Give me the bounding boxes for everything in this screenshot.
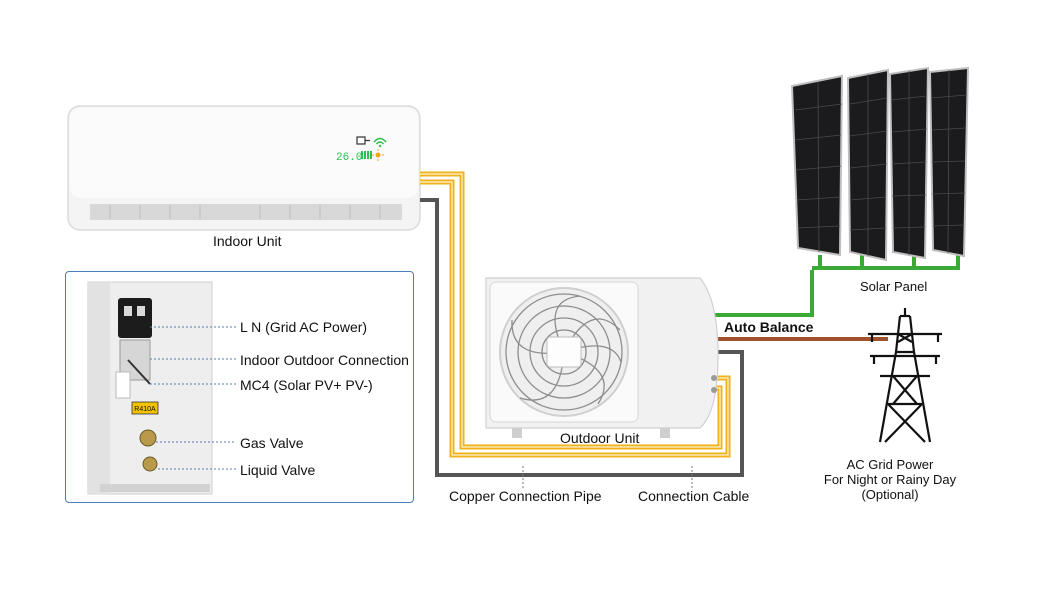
callout-indoor-outdoor-connection: Indoor Outdoor Connection	[240, 352, 409, 368]
night-rainy-day-line: For Night or Rainy Day	[823, 472, 957, 487]
solar-panel-1	[790, 74, 844, 257]
callout-ln-grid-ac-power: L N (Grid AC Power)	[240, 319, 368, 335]
outdoor-unit-side-panel: R410A	[87, 281, 213, 495]
refrigerant-label: R410A	[134, 406, 156, 413]
copper-connection-pipe-label: Copper Connection Pipe	[449, 488, 602, 504]
plug-icon	[356, 136, 370, 145]
auto-balance-label: Auto Balance	[724, 319, 814, 335]
solar-panels	[790, 66, 970, 262]
indoor-temperature-display: 26.0	[336, 152, 362, 164]
ac-grid-power-caption: AC Grid Power For Night or Rainy Day (Op…	[820, 457, 960, 502]
wifi-icon	[373, 137, 387, 148]
solar-panel-4	[928, 66, 970, 258]
inset-leader-lines	[150, 326, 236, 470]
copper-connection-pipe	[420, 171, 731, 458]
callout-liquid-valve: Liquid Valve	[240, 462, 316, 478]
outdoor-unit-detail-inset	[65, 271, 414, 503]
callout-gas-valve: Gas Valve	[240, 435, 304, 451]
ac-grid-power-line: AC Grid Power	[846, 457, 934, 472]
solar-wire	[712, 255, 960, 317]
optional-line: (Optional)	[861, 487, 919, 502]
outdoor-unit-label: Outdoor Unit	[560, 430, 640, 446]
connection-cable	[420, 198, 744, 477]
outdoor-unit	[485, 277, 719, 438]
fan-speed-icon	[361, 151, 372, 159]
transmission-tower-icon	[868, 308, 942, 443]
indoor-unit-label: Indoor Unit	[213, 233, 282, 249]
sun-icon	[372, 149, 384, 161]
connection-cable-label: Connection Cable	[638, 488, 750, 504]
solar-panel-label: Solar Panel	[860, 279, 928, 294]
indoor-unit: 26.0	[67, 105, 421, 231]
callout-mc4-solar: MC4 (Solar PV+ PV-)	[240, 377, 373, 393]
